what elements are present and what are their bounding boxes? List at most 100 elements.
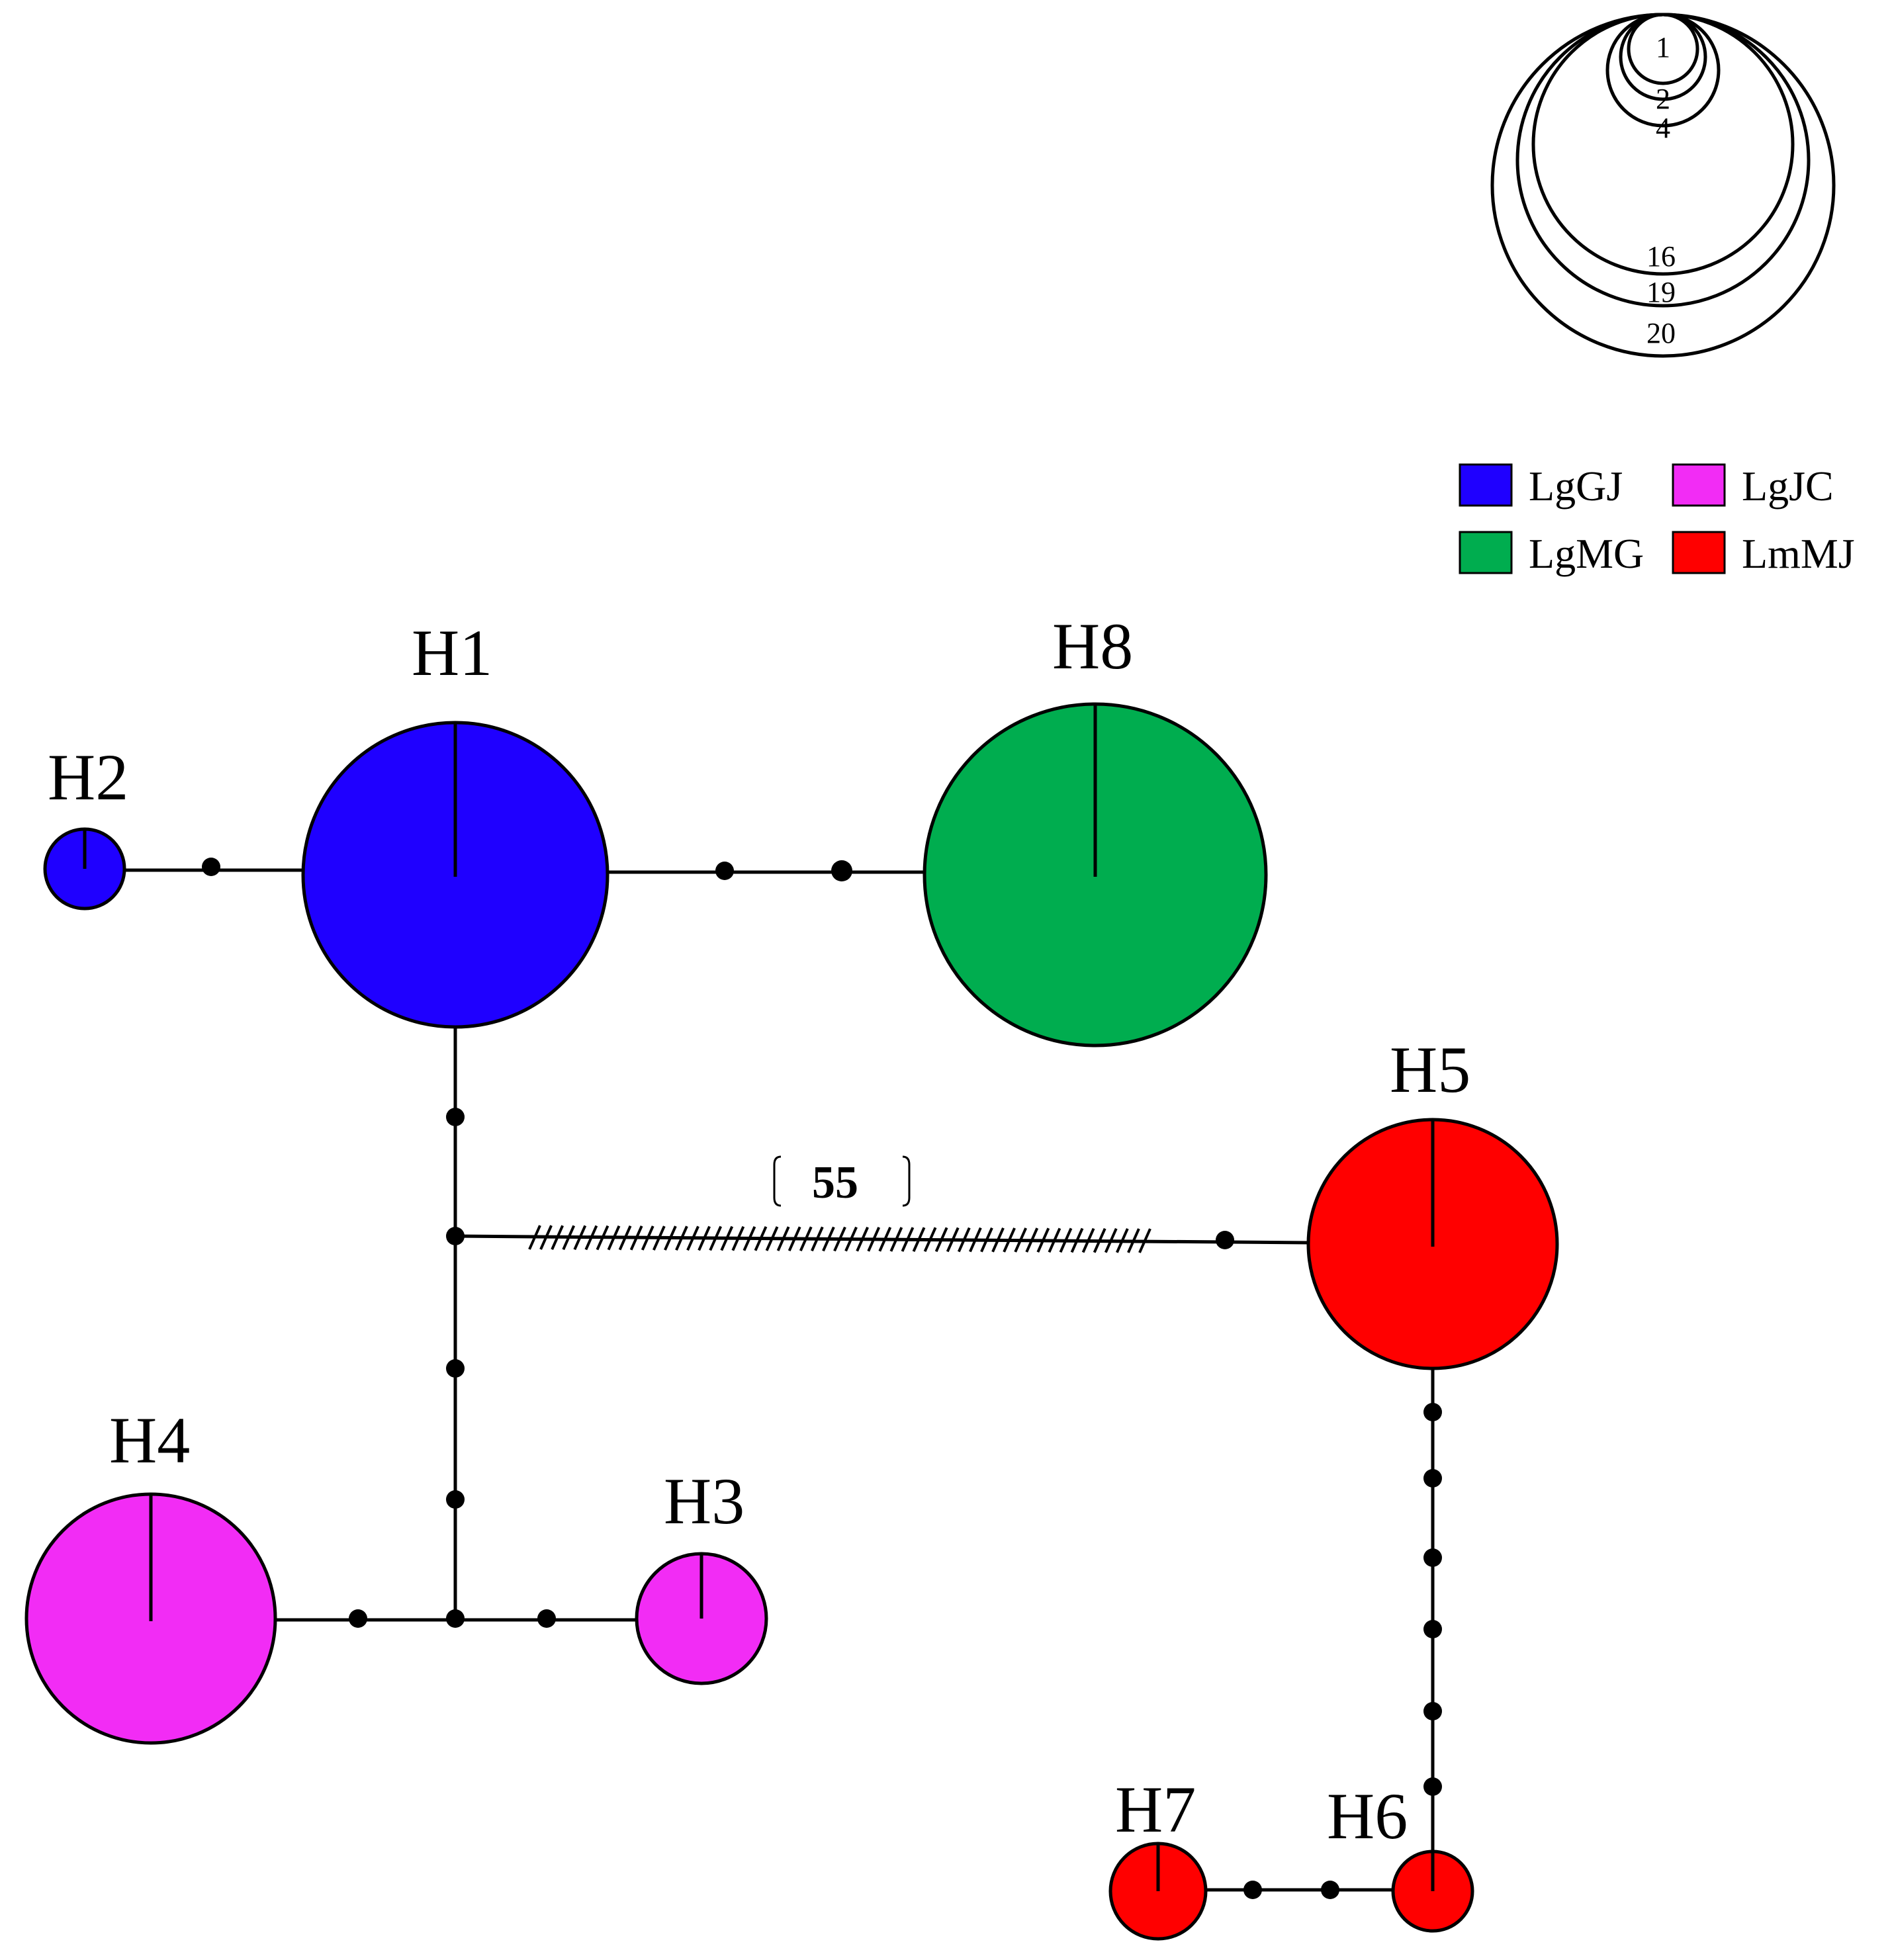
haplotype-node-h1: H1	[301, 616, 609, 1029]
hatch-mark	[776, 1226, 790, 1251]
hatch-mark	[1036, 1227, 1050, 1253]
hatch-mark	[946, 1227, 960, 1253]
hatch-mark	[743, 1225, 756, 1251]
hatch-mark	[765, 1226, 779, 1251]
hatch-mark	[641, 1225, 654, 1251]
hatch-mark	[573, 1225, 587, 1251]
haplotype-node-h4: H4	[24, 1403, 277, 1745]
hatch-mark	[969, 1227, 982, 1253]
scale-label-19: 19	[1646, 276, 1676, 308]
median-vector	[1321, 1881, 1339, 1899]
hatch-mark	[618, 1225, 632, 1251]
node-label-h1: H1	[412, 616, 492, 690]
hatch-mark	[698, 1225, 711, 1251]
hatch-mark	[934, 1227, 948, 1253]
haplotype-nodes: H1 H2 H3 H4 H5 H6	[24, 609, 1559, 1941]
hatch-mark	[912, 1227, 926, 1252]
median-vector	[446, 1609, 465, 1628]
median-vector	[1243, 1881, 1262, 1899]
median-vector	[1423, 1469, 1442, 1488]
hatch-mark	[709, 1225, 723, 1251]
hatch-mark	[629, 1225, 643, 1251]
hatch-mark	[1116, 1228, 1129, 1253]
hatch-mark	[1070, 1227, 1084, 1253]
hatch-mark	[1104, 1227, 1118, 1253]
scale-ring-1	[1627, 13, 1699, 85]
median-vector	[1423, 1702, 1442, 1720]
hatch-mark	[1025, 1227, 1039, 1253]
hatch-mark	[1003, 1227, 1016, 1253]
median-vector	[446, 1490, 465, 1509]
hatch-mark	[584, 1225, 598, 1251]
haplotype-node-h8: H8	[923, 609, 1268, 1047]
hatch-mark	[652, 1225, 666, 1251]
legend-label-lgjc: LgJC	[1742, 463, 1834, 510]
right-bracket	[902, 1155, 911, 1207]
scale-label-20: 20	[1646, 317, 1676, 349]
network-edges	[126, 868, 1435, 1892]
hatch-mark	[991, 1227, 1005, 1253]
median-vector	[715, 862, 734, 880]
hatch-mark	[686, 1225, 699, 1251]
hatch-mark	[675, 1225, 688, 1251]
hatch-mark	[607, 1225, 621, 1251]
hatch-mark	[980, 1227, 993, 1253]
hatch-mark	[1138, 1228, 1151, 1253]
median-vector	[1423, 1403, 1442, 1421]
hatch-mark	[551, 1225, 564, 1250]
node-label-h2: H2	[48, 740, 128, 814]
hatch-mark	[1127, 1228, 1140, 1253]
node-label-h7: H7	[1115, 1773, 1196, 1846]
hatch-mark	[1093, 1227, 1106, 1253]
hatch-mark	[1048, 1227, 1061, 1253]
color-legend: LgGJ LgJC LgMG LmMJ	[1459, 463, 1855, 577]
median-vector	[831, 860, 852, 881]
hatch-mark	[923, 1227, 937, 1253]
mutation-hatch-marks	[528, 1225, 1151, 1253]
median-vector	[446, 1108, 465, 1126]
median-vector	[1423, 1620, 1442, 1638]
node-label-h8: H8	[1052, 609, 1133, 683]
hatch-mark	[822, 1226, 835, 1252]
hatch-mark	[539, 1225, 553, 1250]
node-label-h4: H4	[109, 1403, 190, 1477]
mutation-count: 55	[773, 1155, 911, 1208]
hatch-mark	[856, 1226, 869, 1252]
hatch-mark	[889, 1227, 903, 1252]
hatch-mark	[878, 1227, 892, 1252]
median-vector	[1216, 1231, 1234, 1249]
legend-swatch-lmmj	[1672, 531, 1726, 574]
legend-label-lggj: LgGJ	[1529, 463, 1623, 510]
hatch-mark	[1059, 1227, 1073, 1253]
node-label-h6: H6	[1327, 1779, 1408, 1853]
scale-label-1: 1	[1656, 31, 1670, 64]
hatch-mark	[844, 1226, 858, 1252]
legend-swatch-lgmg	[1459, 531, 1513, 574]
median-vector	[446, 1359, 465, 1378]
hatch-mark	[664, 1225, 677, 1251]
hatch-mark	[1081, 1227, 1095, 1253]
median-vector	[349, 1609, 367, 1628]
node-label-h5: H5	[1390, 1033, 1470, 1106]
median-vector	[446, 1227, 465, 1245]
scale-label-4: 4	[1656, 112, 1670, 144]
median-vector	[1423, 1777, 1442, 1796]
haplotype-node-h3: H3	[635, 1464, 768, 1685]
hatch-mark	[754, 1226, 768, 1251]
hatch-mark	[799, 1226, 813, 1252]
median-vector	[202, 858, 220, 876]
median-vector	[537, 1609, 556, 1628]
hatch-mark	[731, 1225, 745, 1251]
mutation-count-label: 55	[812, 1157, 858, 1208]
hatch-mark	[833, 1226, 846, 1252]
median-vectors	[202, 858, 1442, 1899]
legend-label-lmmj: LmMJ	[1742, 530, 1855, 577]
hatch-mark	[1014, 1227, 1028, 1253]
hatch-mark	[528, 1225, 541, 1250]
haplotype-node-h6: H6	[1327, 1779, 1474, 1933]
hatch-mark	[720, 1225, 734, 1251]
hatch-mark	[788, 1226, 801, 1251]
hatch-mark	[867, 1226, 881, 1252]
hatch-mark	[596, 1225, 609, 1251]
